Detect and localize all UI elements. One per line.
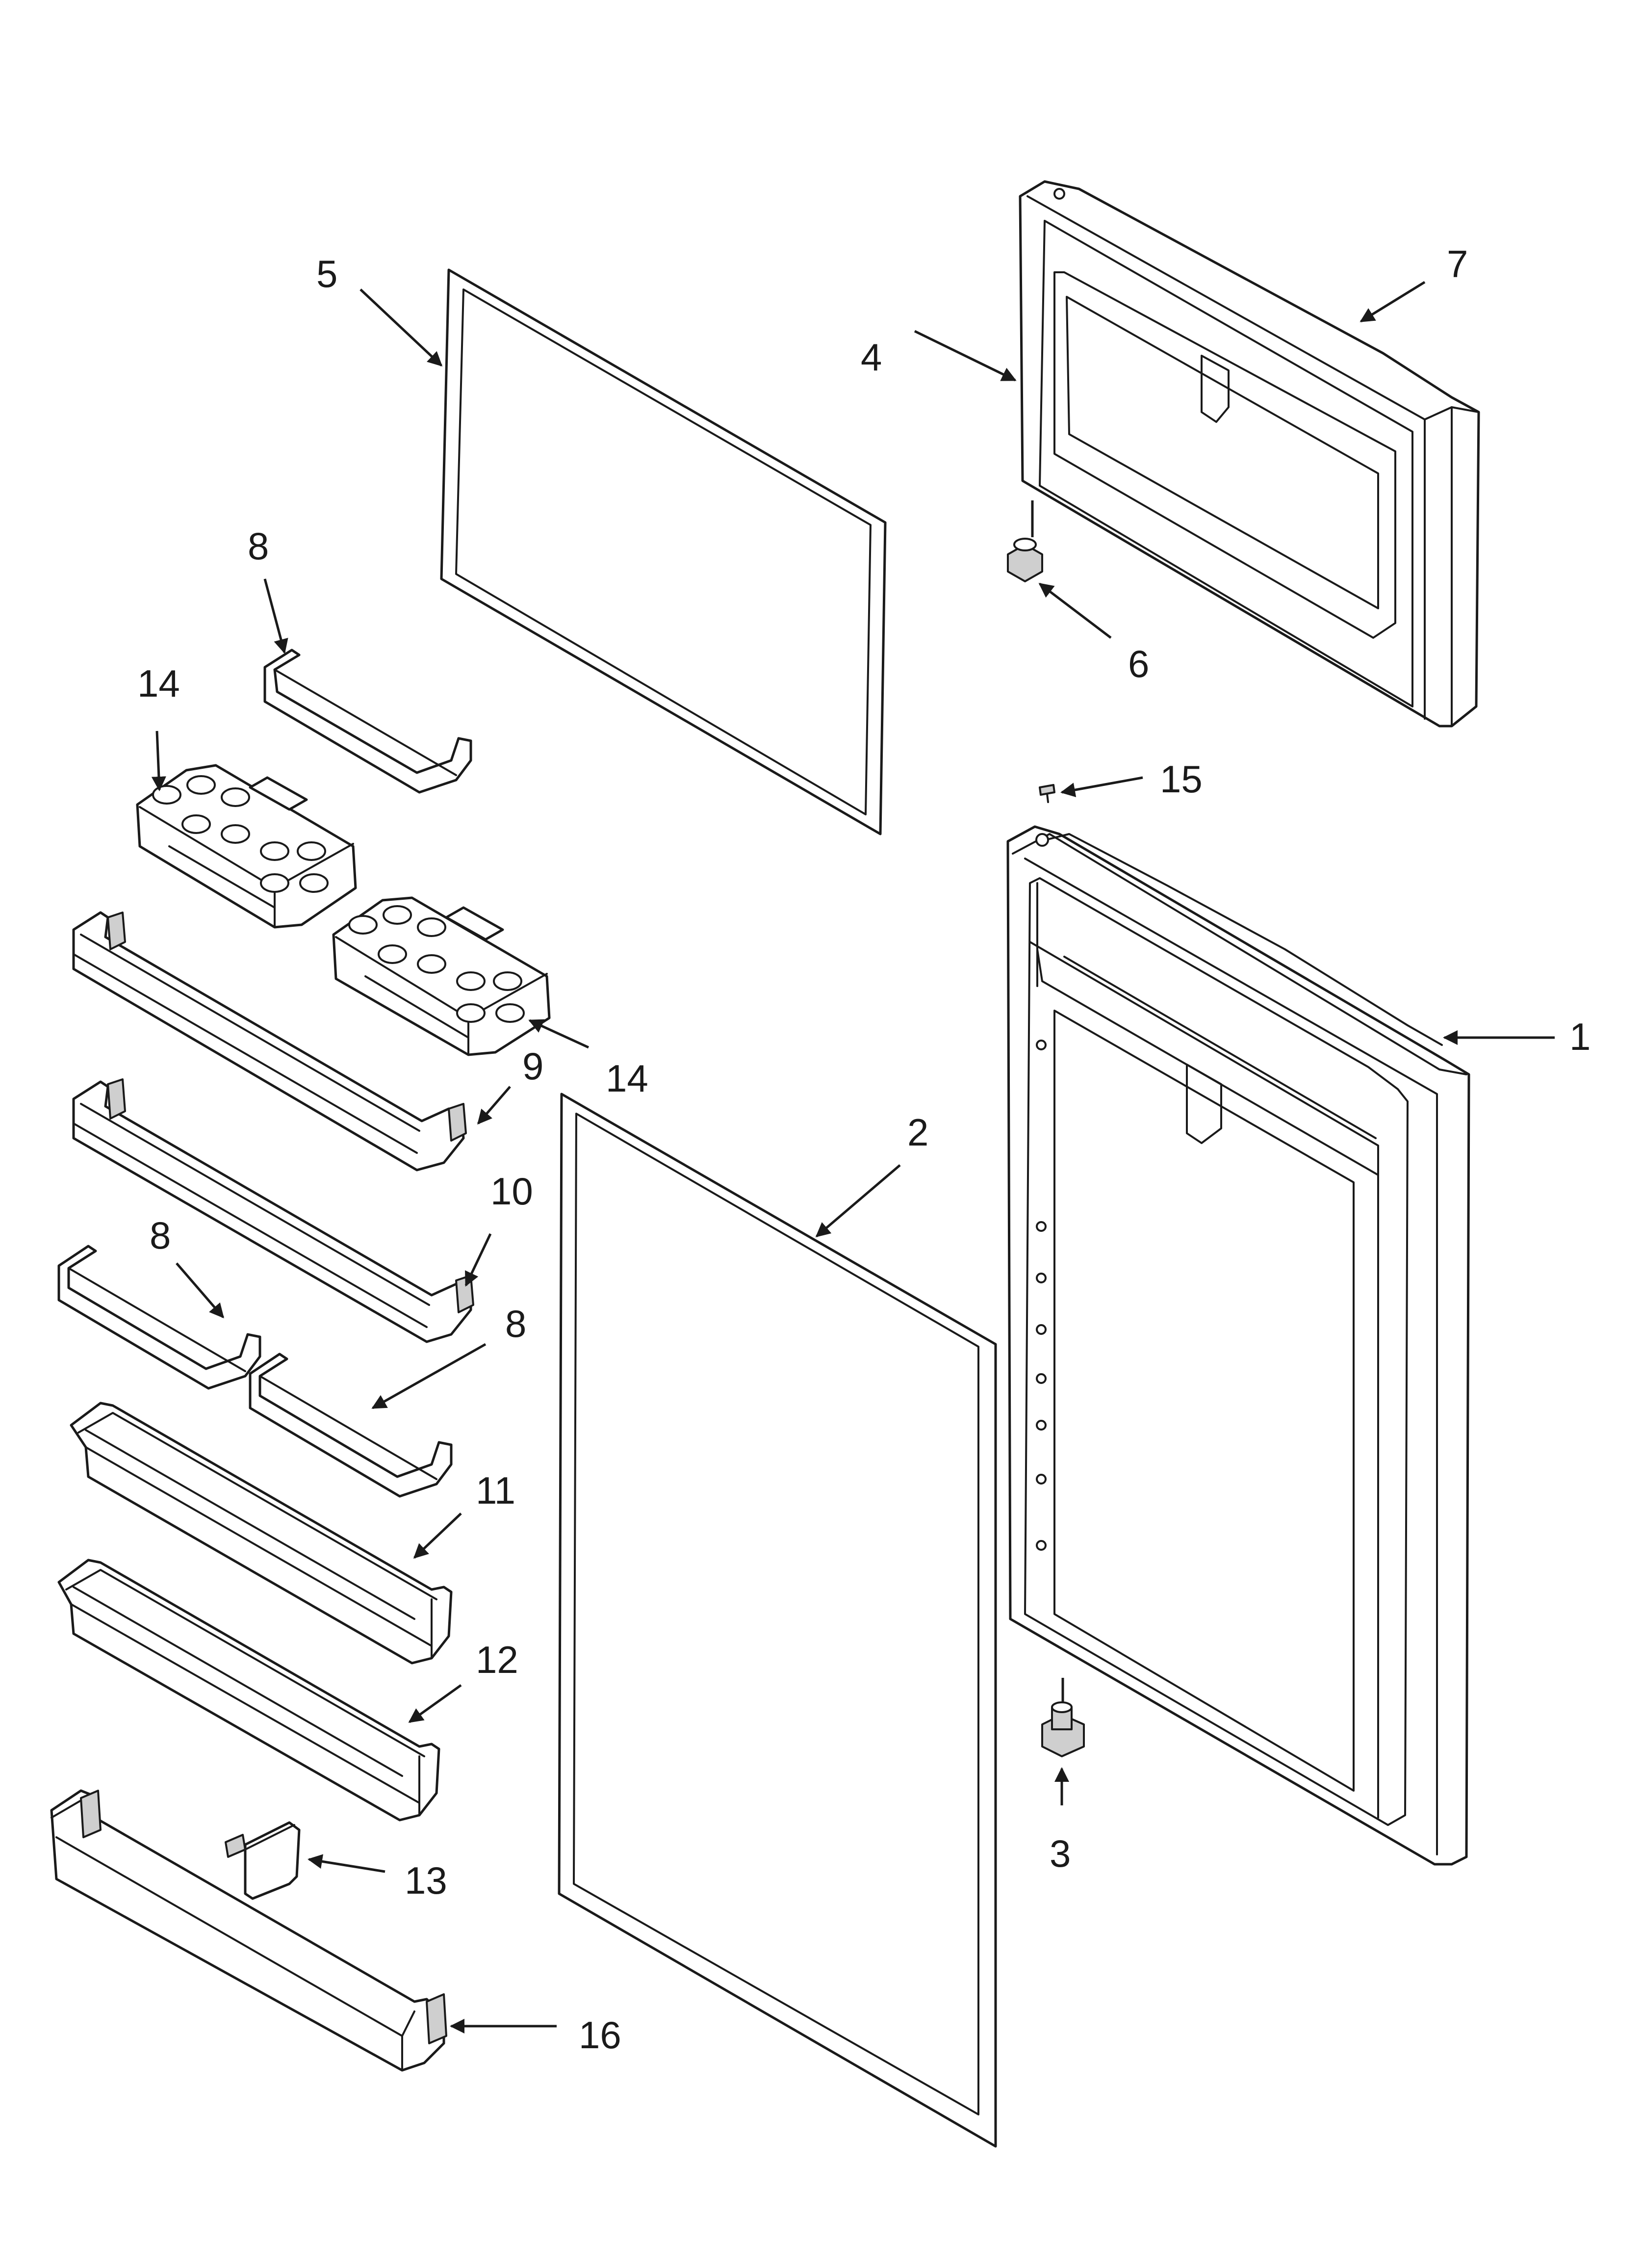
leader-9 <box>477 1086 511 1125</box>
callout-1: 1 <box>1569 1015 1591 1058</box>
screw <box>1039 784 1055 803</box>
callout-16: 16 <box>579 2013 621 2057</box>
callout-8b: 8 <box>150 1214 171 1257</box>
callout-14a: 14 <box>137 662 180 705</box>
leader-15 <box>1060 776 1143 797</box>
leader-4 <box>914 330 1017 382</box>
callout-labels: 1 2 3 4 5 6 7 8 8 8 9 10 11 12 13 14 14 … <box>137 242 1591 2057</box>
leader-6 <box>1038 583 1112 639</box>
bottom-hinge-pin <box>1041 1678 1085 1757</box>
callout-12: 12 <box>476 1638 518 1681</box>
leader-7 <box>1360 281 1426 323</box>
leader-lines <box>151 281 1555 2033</box>
callout-9: 9 <box>522 1044 543 1088</box>
leader-2 <box>815 1164 901 1237</box>
callout-2: 2 <box>907 1111 928 1154</box>
callout-15: 15 <box>1160 757 1203 801</box>
door-bar-16 <box>50 1789 447 2072</box>
leader-5 <box>359 288 443 367</box>
small-door-shelf-right <box>249 1353 453 1498</box>
shelf-divider-clip <box>225 1821 301 1900</box>
leader-12 <box>408 1684 462 1723</box>
callout-14b: 14 <box>606 1057 648 1100</box>
small-door-shelf-top <box>263 649 472 794</box>
door-bin-11 <box>70 1402 453 1665</box>
door-bin-12 <box>57 1559 440 1822</box>
small-door-shelf-left <box>57 1245 261 1390</box>
leader-11 <box>413 1512 462 1559</box>
egg-tray-lower <box>332 896 551 1056</box>
callout-13: 13 <box>405 1859 447 1902</box>
callout-8c: 8 <box>505 1302 526 1345</box>
callout-4: 4 <box>861 336 882 379</box>
egg-tray-upper <box>136 764 357 929</box>
fresh-food-door-gasket <box>558 1093 997 2148</box>
door-bar-9 <box>72 911 467 1172</box>
freezer-door-gasket <box>440 268 887 835</box>
callout-7: 7 <box>1447 242 1468 286</box>
leader-8c <box>371 1343 487 1409</box>
callout-5: 5 <box>316 252 337 295</box>
callout-10: 10 <box>490 1170 533 1213</box>
fresh-food-door <box>1006 825 1470 1866</box>
leader-10 <box>464 1233 492 1287</box>
leader-13 <box>308 1854 385 1873</box>
callout-11: 11 <box>476 1469 515 1512</box>
callout-3: 3 <box>1050 1832 1071 1875</box>
freezer-hinge-pin <box>1007 500 1043 582</box>
leader-8a <box>263 578 288 654</box>
door-bar-10 <box>72 1078 474 1343</box>
leader-14b <box>528 1019 590 1049</box>
freezer-door <box>1019 180 1480 728</box>
leader-14a <box>151 730 166 791</box>
leader-8b <box>176 1262 224 1319</box>
callout-6: 6 <box>1128 642 1149 685</box>
callout-8a: 8 <box>248 524 269 568</box>
